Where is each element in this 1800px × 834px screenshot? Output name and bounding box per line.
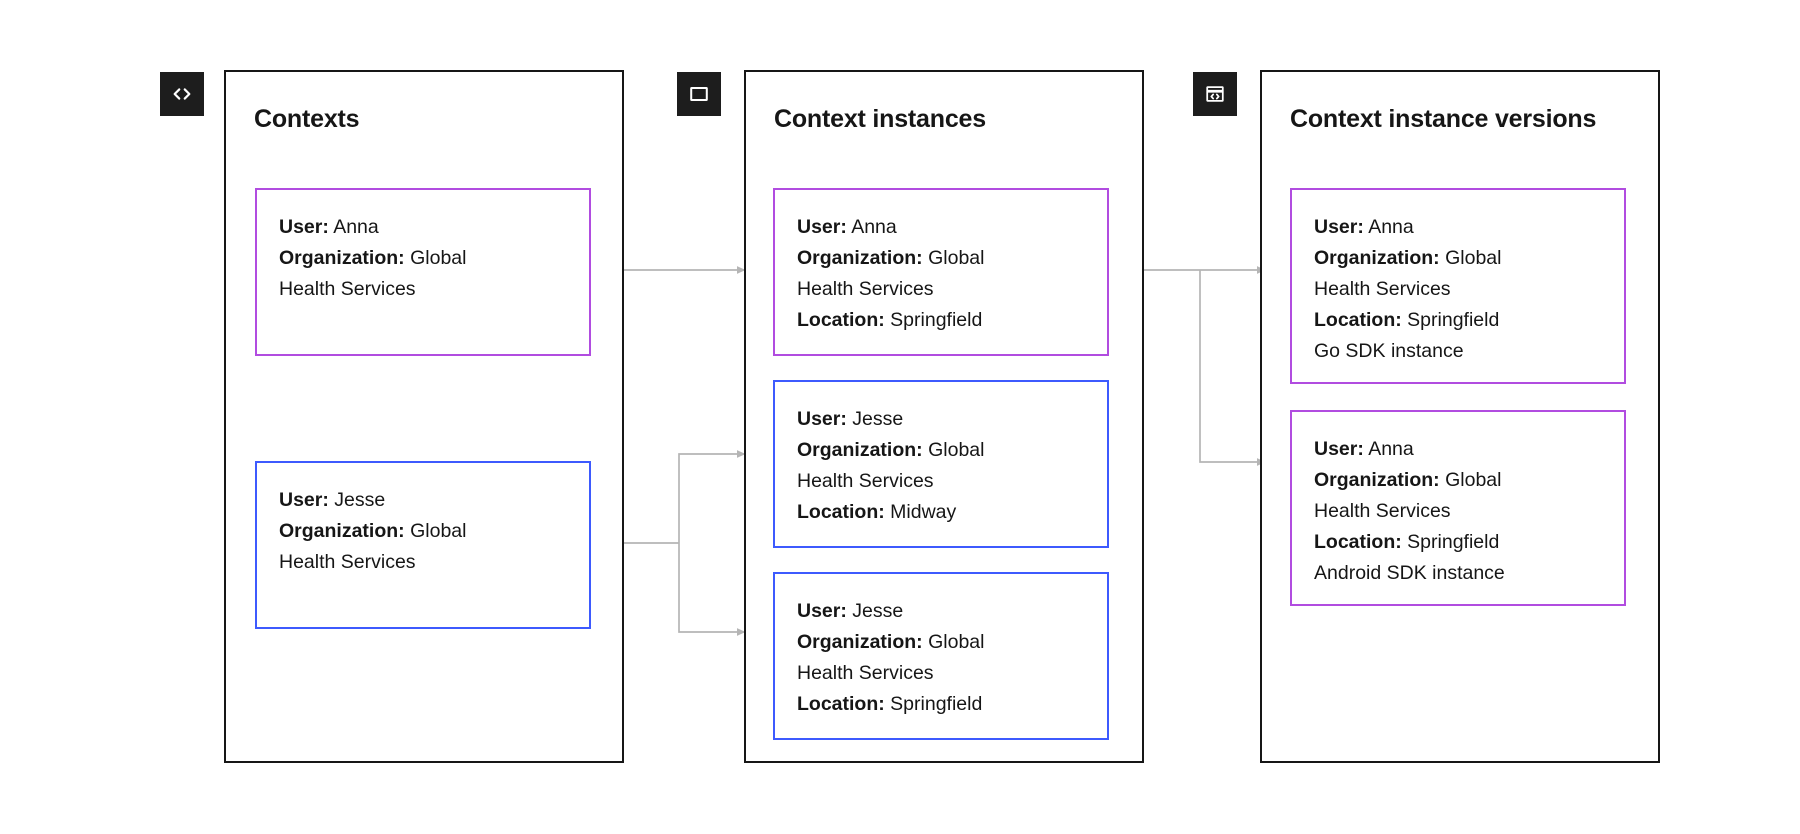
- card-line-value: Anna: [1368, 438, 1414, 460]
- card-line: Health Services: [279, 274, 567, 305]
- card-line: Health Services: [797, 658, 1085, 689]
- code-angle-brackets-icon: [173, 88, 191, 100]
- panel-title-context-instance-versions: Context instance versions: [1290, 105, 1597, 133]
- card-line-label: Location:: [797, 693, 885, 715]
- card-line: Organization: Global: [1314, 465, 1602, 496]
- card-line: Location: Springfield: [1314, 527, 1602, 558]
- card-line-label: User:: [797, 600, 847, 622]
- card-line-label: User:: [797, 216, 847, 238]
- card-line: User: Anna: [1314, 434, 1602, 465]
- card-line: Organization: Global: [279, 243, 567, 274]
- card-line-label: User:: [1314, 438, 1364, 460]
- card-line-value: Jesse: [852, 408, 904, 430]
- card-line-label: Organization:: [797, 247, 923, 269]
- card-line-value: Global: [410, 247, 467, 269]
- card-line-value: Health Services: [1314, 500, 1451, 522]
- card-line: Health Services: [797, 274, 1085, 305]
- card-line-value: Anna: [333, 216, 379, 238]
- card-instance-anna-springfield[interactable]: User: Anna Organization: Global Health S…: [773, 188, 1109, 356]
- card-line-label: Location:: [797, 501, 885, 523]
- card-line-label: User:: [279, 216, 329, 238]
- card-line: User: Anna: [797, 212, 1085, 243]
- badge-context-instance-versions: [1193, 72, 1237, 116]
- card-line-value: Android SDK instance: [1314, 562, 1505, 584]
- window-code-icon: [1206, 86, 1224, 102]
- card-line-value: Global: [1445, 247, 1502, 269]
- card-line-label: Organization:: [1314, 469, 1440, 491]
- card-line: Location: Springfield: [797, 689, 1085, 720]
- card-line-value: Anna: [851, 216, 897, 238]
- card-line-value: Anna: [1368, 216, 1414, 238]
- card-instance-jesse-springfield[interactable]: User: Jesse Organization: Global Health …: [773, 572, 1109, 740]
- connector-anna-instance-branch: [1128, 266, 1266, 466]
- card-line-value: Health Services: [797, 470, 934, 492]
- card-line: Health Services: [1314, 274, 1602, 305]
- card-line-value: Health Services: [797, 662, 934, 684]
- badge-context-instances: [677, 72, 721, 116]
- card-line-value: Springfield: [1407, 531, 1500, 553]
- card-line-value: Global: [928, 439, 985, 461]
- card-line: Health Services: [1314, 496, 1602, 527]
- card-line-value: Global: [1445, 469, 1502, 491]
- card-line-value: Springfield: [890, 693, 983, 715]
- card-line: Organization: Global: [797, 243, 1085, 274]
- card-line-label: Location:: [797, 309, 885, 331]
- card-context-jesse[interactable]: User: Jesse Organization: Global Health …: [255, 461, 591, 629]
- badge-contexts: [160, 72, 204, 116]
- card-line-label: User:: [1314, 216, 1364, 238]
- card-line-value: Global: [410, 520, 467, 542]
- card-line-value: Health Services: [797, 278, 934, 300]
- card-version-anna-android-sdk[interactable]: User: Anna Organization: Global Health S…: [1290, 410, 1626, 606]
- card-line: Organization: Global: [279, 516, 567, 547]
- card-context-anna[interactable]: User: Anna Organization: Global Health S…: [255, 188, 591, 356]
- card-line: User: Jesse: [797, 404, 1085, 435]
- card-line-value: Global: [928, 247, 985, 269]
- card-line-label: Organization:: [1314, 247, 1440, 269]
- card-line-label: Organization:: [797, 631, 923, 653]
- card-line: Location: Springfield: [1314, 305, 1602, 336]
- card-version-anna-go-sdk[interactable]: User: Anna Organization: Global Health S…: [1290, 188, 1626, 384]
- card-line: Android SDK instance: [1314, 558, 1602, 589]
- panel-title-context-instances: Context instances: [774, 105, 986, 133]
- card-line: Location: Springfield: [797, 305, 1085, 336]
- panel-contexts: Contexts: [224, 70, 624, 763]
- card-line-label: User:: [797, 408, 847, 430]
- card-line: User: Jesse: [797, 596, 1085, 627]
- card-line: User: Anna: [1314, 212, 1602, 243]
- card-line: Health Services: [279, 547, 567, 578]
- window-icon: [690, 87, 708, 101]
- card-line: Organization: Global: [797, 435, 1085, 466]
- card-line-label: Organization:: [797, 439, 923, 461]
- card-line-label: Location:: [1314, 531, 1402, 553]
- card-line: Organization: Global: [797, 627, 1085, 658]
- card-line: Organization: Global: [1314, 243, 1602, 274]
- card-line-label: User:: [279, 489, 329, 511]
- card-line-value: Health Services: [279, 278, 416, 300]
- card-line-value: Jesse: [852, 600, 904, 622]
- card-line-value: Springfield: [1407, 309, 1500, 331]
- panel-title-contexts: Contexts: [254, 105, 360, 133]
- card-line: Health Services: [797, 466, 1085, 497]
- card-line-value: Go SDK instance: [1314, 340, 1464, 362]
- card-line-value: Jesse: [334, 489, 386, 511]
- card-line: Go SDK instance: [1314, 336, 1602, 367]
- card-line-label: Organization:: [279, 247, 405, 269]
- card-line-label: Location:: [1314, 309, 1402, 331]
- card-line-value: Health Services: [279, 551, 416, 573]
- card-line: Location: Midway: [797, 497, 1085, 528]
- card-line-label: Organization:: [279, 520, 405, 542]
- card-line: User: Anna: [279, 212, 567, 243]
- card-line-value: Global: [928, 631, 985, 653]
- card-line-value: Springfield: [890, 309, 983, 331]
- card-line-value: Midway: [890, 501, 957, 523]
- card-line-value: Health Services: [1314, 278, 1451, 300]
- card-instance-jesse-midway[interactable]: User: Jesse Organization: Global Health …: [773, 380, 1109, 548]
- card-line: User: Jesse: [279, 485, 567, 516]
